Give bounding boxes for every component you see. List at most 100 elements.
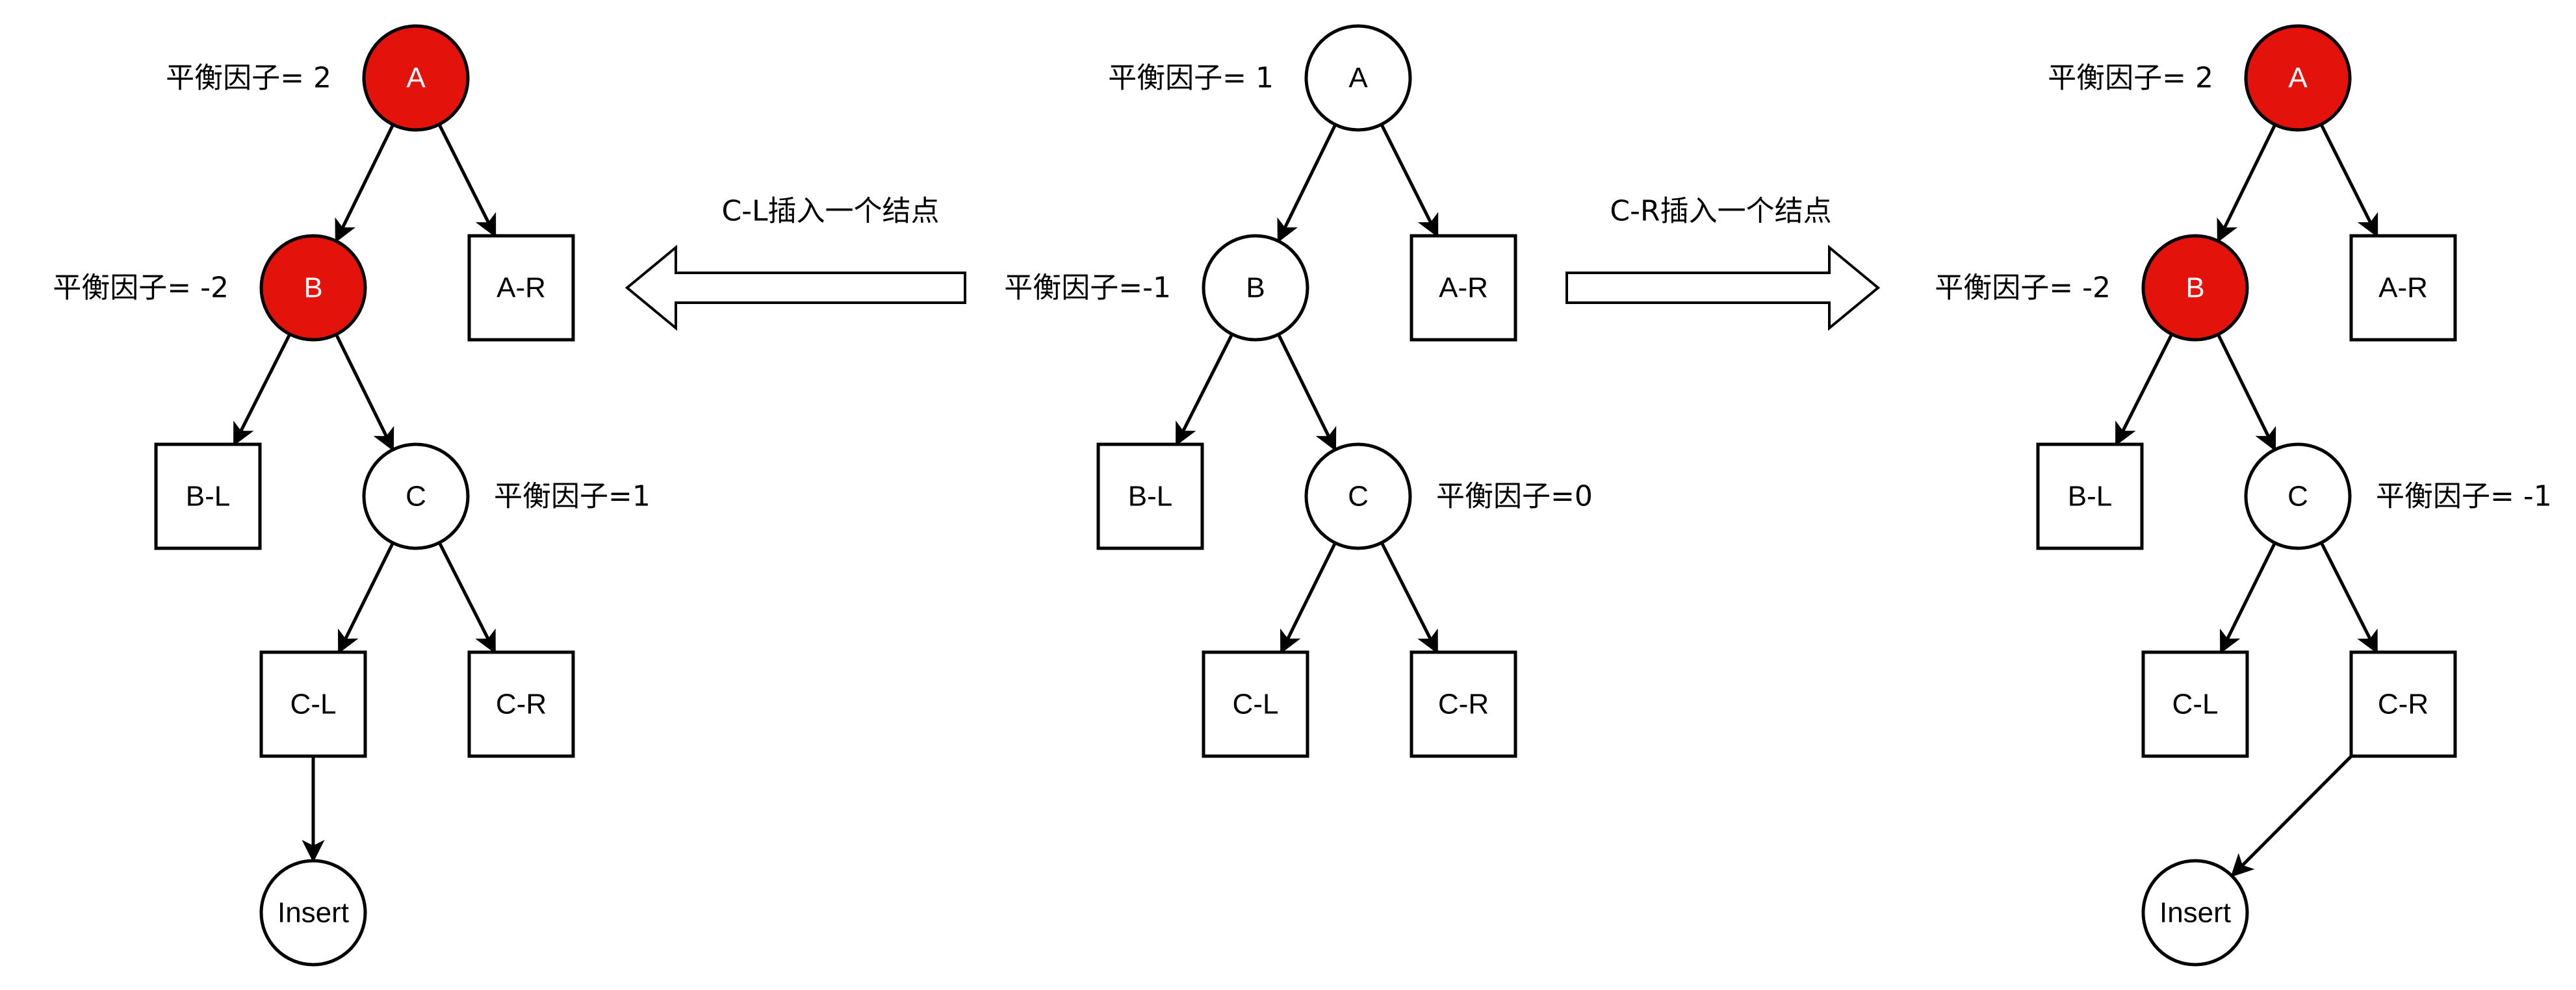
left-transition-arrow: C-L插入一个结点 — [625, 195, 966, 331]
node-rect-bl — [1096, 442, 1204, 550]
node-circle-c — [362, 442, 470, 550]
node-label: B — [1246, 272, 1265, 304]
edge-B-BL — [1175, 333, 1234, 446]
node-label: A-R — [1439, 272, 1488, 304]
node-label: B — [2185, 272, 2204, 304]
node-label: C-R — [496, 689, 547, 720]
node-circle-a — [2244, 24, 2352, 132]
edge-C-CL — [337, 542, 394, 654]
node-label: C-L — [1233, 689, 1279, 720]
edge-B-C — [1277, 333, 1337, 451]
edge-A-AR — [1380, 123, 1439, 238]
node-rect-bl — [2036, 442, 2144, 550]
edge-A-AR — [2319, 123, 2379, 238]
balance-factor-label: 平衡因子= -2 — [53, 272, 229, 305]
node-rect-cl — [1202, 650, 1309, 758]
node-label: C-R — [1438, 689, 1489, 720]
node-circle-a — [362, 24, 470, 132]
tree-node: C — [2244, 442, 2352, 550]
node-rect-cr — [2349, 650, 2457, 758]
node-circle-ins — [2141, 859, 2249, 967]
node-rect-cr — [1410, 650, 1517, 758]
node-label: C — [406, 481, 426, 513]
node-label: C-R — [2378, 689, 2428, 720]
balance-factor-label: 平衡因子= 1 — [1108, 62, 1274, 95]
node-label: A-R — [2378, 272, 2428, 304]
tree-node: C-L — [1202, 650, 1309, 758]
tree-node: C-L — [259, 650, 367, 758]
node-rect-cl — [259, 650, 367, 758]
balance-factor-label: 平衡因子= -2 — [1935, 272, 2111, 305]
tree-node: C — [1304, 442, 1412, 550]
node-label: B-L — [2068, 481, 2112, 513]
node-circle-a — [1304, 24, 1412, 132]
balance-factor-label: 平衡因子=-1 — [1004, 272, 1171, 305]
edge-A-B — [2216, 123, 2277, 243]
node-circle-c — [1304, 442, 1412, 550]
node-label: B-L — [186, 481, 230, 513]
tree-node: B — [1202, 234, 1309, 342]
node-rect-cl — [2141, 650, 2249, 758]
node-label: A — [406, 62, 426, 94]
right-arrow-icon — [1565, 244, 1881, 331]
node-label: A — [1348, 62, 1368, 94]
node-label: C — [2287, 481, 2308, 513]
node-label: Insert — [277, 897, 349, 929]
tree-left: A A-R B B-L C C-L C-R Insert 平衡因子= 2 平衡因子= -2 平衡因子… — [53, 24, 650, 967]
balance-factor-label: 平衡因子= -1 — [2376, 480, 2552, 513]
edge-C-CR — [437, 542, 496, 654]
node-label: B-L — [1128, 481, 1172, 513]
edge-A-AR — [437, 123, 497, 238]
tree-node: C — [362, 442, 470, 550]
tree-node: Insert — [2141, 859, 2249, 967]
left-arrow-icon — [625, 244, 966, 331]
node-circle-ins — [259, 859, 367, 967]
tree-middle: A A-R B B-L C C-L C-R 平衡因子= 1 平衡因子=-1 平衡因子=0 — [1004, 24, 1593, 758]
tree-node: A-R — [2349, 234, 2457, 342]
node-label: A-R — [496, 272, 546, 304]
balance-factor-label: 平衡因子=0 — [1436, 480, 1593, 513]
edge-C-CL — [2219, 542, 2276, 654]
node-label: Insert — [2159, 897, 2231, 929]
tree-node: B-L — [154, 442, 262, 550]
node-label: A — [2288, 62, 2308, 94]
node-rect-cr — [467, 650, 575, 758]
edge-CR-INS — [2230, 755, 2353, 878]
tree-node: B — [259, 234, 367, 342]
tree-node: A-R — [1410, 234, 1517, 342]
tree-node: A — [2244, 24, 2352, 132]
tree-node: B-L — [1096, 442, 1204, 550]
node-rect-ar — [2349, 234, 2457, 342]
node-circle-b — [259, 234, 367, 342]
tree-node: C-L — [2141, 650, 2249, 758]
edge-B-C — [335, 333, 394, 451]
edge-C-CR — [2319, 542, 2378, 654]
node-rect-ar — [467, 234, 575, 342]
edge-C-CR — [1380, 542, 1439, 654]
balance-factor-label: 平衡因子=1 — [494, 480, 650, 513]
node-circle-c — [2244, 442, 2352, 550]
edge-A-B — [334, 123, 395, 243]
node-label: B — [303, 272, 322, 304]
edge-A-B — [1276, 123, 1337, 243]
node-label: C-L — [290, 689, 337, 720]
tree-node: C-R — [2349, 650, 2457, 758]
node-circle-b — [1202, 234, 1309, 342]
balance-factor-label: 平衡因子= 2 — [166, 62, 331, 95]
edge-B-BL — [233, 333, 292, 446]
tree-node: C-R — [1410, 650, 1517, 758]
edge-B-BL — [2115, 333, 2174, 446]
tree-node: A — [362, 24, 470, 132]
tree-node: Insert — [259, 859, 367, 967]
node-label: C — [1348, 481, 1369, 513]
node-label: C-L — [2172, 689, 2219, 720]
tree-node: A — [1304, 24, 1412, 132]
node-circle-b — [2141, 234, 2249, 342]
edge-C-CL — [1280, 542, 1337, 654]
right-transition-arrow: C-R插入一个结点 — [1565, 195, 1881, 331]
node-rect-ar — [1410, 234, 1517, 342]
right-arrow-label: C-R插入一个结点 — [1610, 195, 1831, 228]
tree-node: C-R — [467, 650, 575, 758]
